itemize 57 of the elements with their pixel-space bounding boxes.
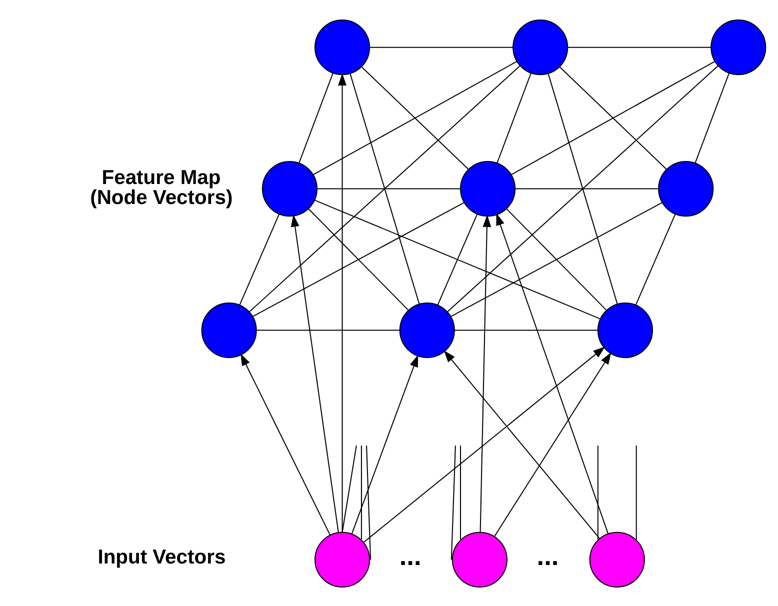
node-circle [589, 531, 645, 587]
node-circle [460, 160, 516, 216]
connector [496, 72, 532, 163]
connector [256, 329, 400, 330]
connector [361, 66, 469, 170]
connector [239, 213, 280, 304]
label: Feature Map (Node Vectors) [90, 166, 233, 208]
connector [308, 208, 408, 310]
connector [298, 72, 334, 163]
connector [249, 65, 520, 312]
connector [370, 46, 513, 48]
connector [515, 188, 659, 189]
arrow [363, 346, 606, 542]
connector [454, 329, 598, 330]
connector [559, 66, 667, 170]
connector [366, 445, 372, 560]
connector [568, 46, 712, 48]
arrow [444, 350, 600, 538]
connector [511, 60, 716, 175]
node-circle [710, 19, 766, 75]
node-circle [512, 19, 568, 75]
connector [694, 72, 730, 163]
connector [636, 445, 637, 539]
label: ... [399, 540, 422, 571]
node-circle [201, 302, 257, 358]
connector [597, 445, 598, 539]
arrow [351, 354, 418, 534]
connector [450, 202, 662, 316]
connector [548, 73, 618, 304]
node-circle [314, 531, 370, 587]
node-circle [658, 160, 714, 216]
connector [252, 202, 464, 316]
arrow [480, 214, 492, 532]
connector [450, 445, 456, 560]
connector [314, 199, 600, 319]
connector [360, 445, 362, 539]
node-circle [399, 302, 455, 358]
node-circle [452, 531, 508, 587]
node-circle [262, 160, 318, 216]
arrow [290, 214, 339, 532]
connector [506, 208, 607, 310]
connector [460, 445, 461, 539]
node-circle [597, 302, 653, 358]
arrow [240, 352, 331, 535]
node-circle [314, 19, 370, 75]
connector [313, 60, 517, 175]
arrow [338, 72, 347, 532]
connector [342, 444, 357, 532]
arrow [496, 212, 608, 534]
connector [317, 188, 460, 189]
connector [635, 213, 676, 304]
arrow [494, 352, 612, 536]
label: ... [536, 540, 559, 571]
connector [350, 73, 420, 304]
label: Input Vectors [98, 546, 226, 568]
connector [437, 213, 478, 304]
connector [447, 65, 718, 312]
